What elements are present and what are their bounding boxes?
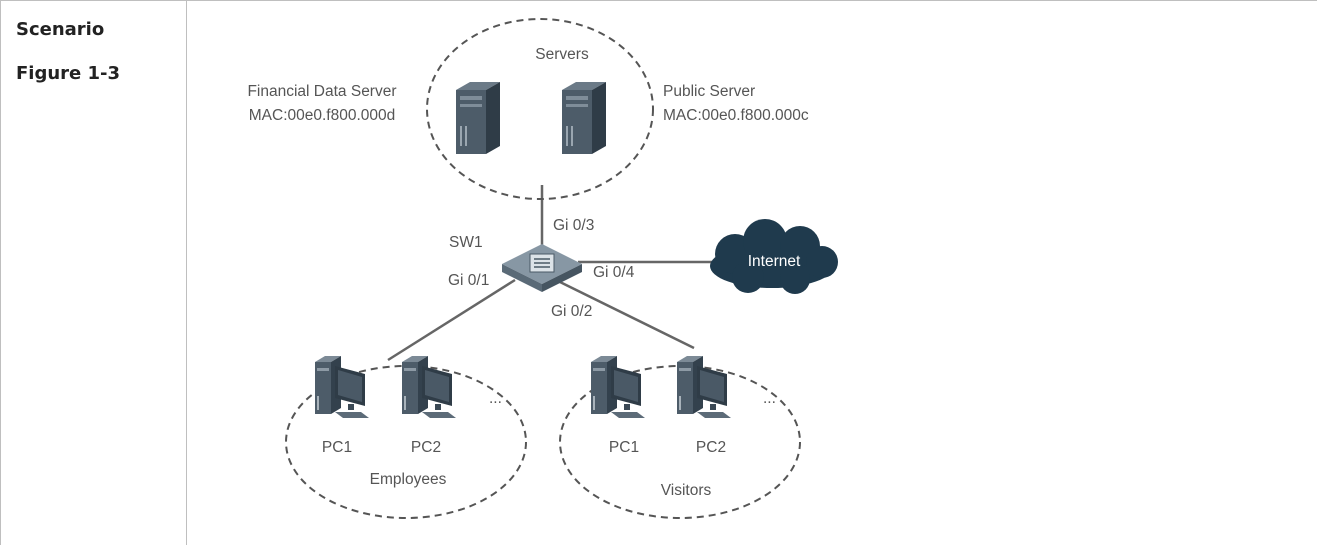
- figure-label: Figure 1-3: [16, 63, 121, 84]
- public-server-icon: [562, 82, 606, 154]
- servers-group-label: Servers: [535, 46, 589, 63]
- internet-cloud-icon: [710, 219, 838, 294]
- port-gi03-label: Gi 0/3: [553, 217, 594, 234]
- visitors-group-ellipse: [559, 365, 801, 519]
- employees-pc1-icon: [315, 356, 369, 418]
- link-employees: [387, 278, 516, 362]
- switch-label: SW1: [449, 234, 483, 251]
- port-gi01-label: Gi 0/1: [448, 272, 489, 289]
- financial-server-name: Financial Data Server: [247, 83, 396, 100]
- financial-server-icon: [456, 82, 500, 154]
- visitors-pc2-icon: [677, 356, 731, 418]
- link-visitors: [559, 280, 695, 350]
- internet-label: Internet: [748, 253, 801, 270]
- servers-group-ellipse: [426, 18, 654, 200]
- employees-more-icon: ...: [489, 390, 502, 407]
- port-gi02-label: Gi 0/2: [551, 303, 592, 320]
- scenario-label: Scenario: [16, 19, 105, 40]
- visitors-pc2-label: PC2: [696, 439, 726, 456]
- visitors-pc1-label: PC1: [609, 439, 639, 456]
- financial-server-mac: MAC:00e0.f800.000d: [249, 107, 396, 124]
- employees-pc2-label: PC2: [411, 439, 441, 456]
- table-label-column: [0, 0, 187, 545]
- employees-group-label: Employees: [370, 471, 447, 488]
- employees-pc2-icon: [402, 356, 456, 418]
- port-gi04-label: Gi 0/4: [593, 264, 635, 281]
- switch-icon: [502, 244, 582, 292]
- visitors-pc1-icon: [591, 356, 645, 418]
- visitors-group-label: Visitors: [661, 482, 712, 499]
- visitors-more-icon: ...: [763, 390, 776, 407]
- public-server-name: Public Server: [663, 83, 755, 100]
- public-server-mac: MAC:00e0.f800.000c: [663, 107, 809, 124]
- employees-group-ellipse: [285, 365, 527, 519]
- employees-pc1-label: PC1: [322, 439, 352, 456]
- table-top-border: [0, 0, 1317, 1]
